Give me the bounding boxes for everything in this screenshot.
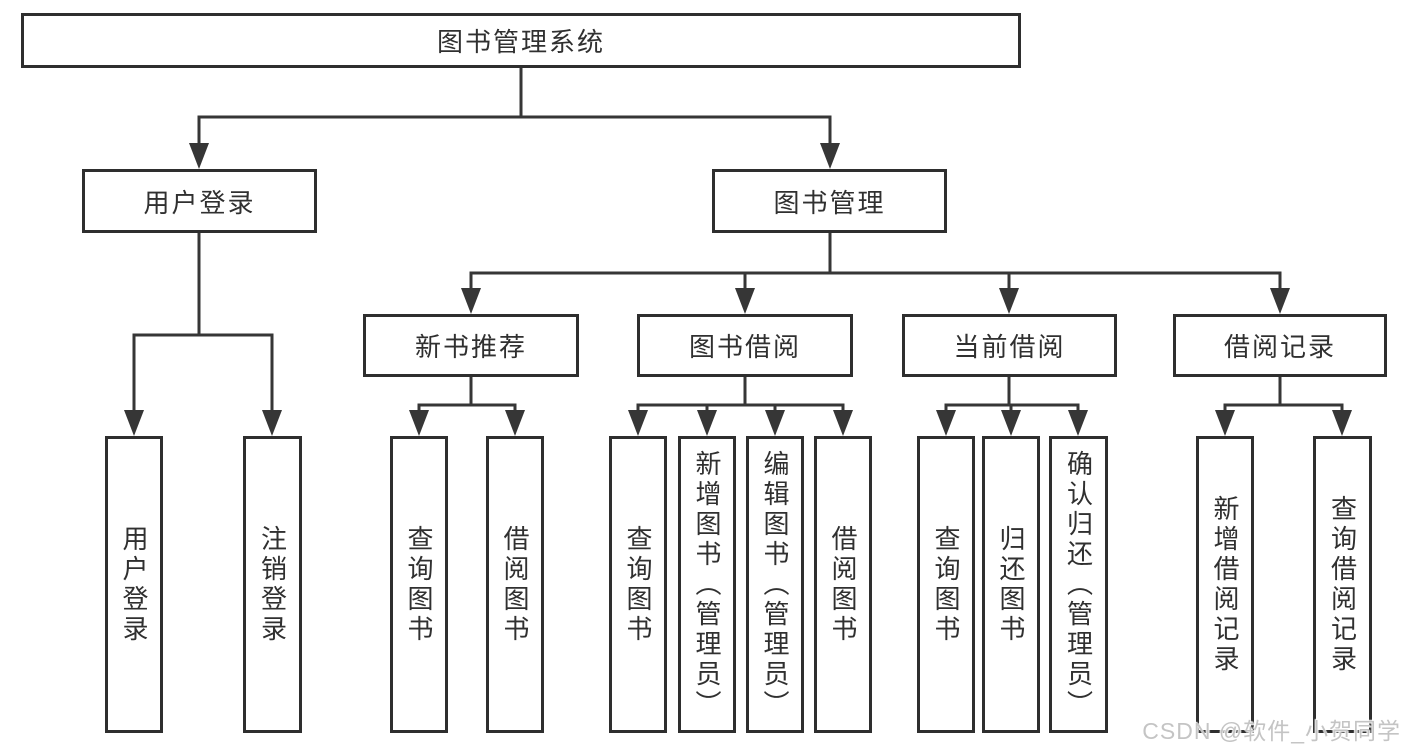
node-new-book-recommend: 新书推荐 — [363, 314, 579, 377]
leaf-current-return: 归还图书 — [982, 436, 1040, 733]
leaf-newbook-query-label: 查询图书 — [404, 524, 434, 645]
connector-borrow-records — [1215, 375, 1352, 436]
node-book-management: 图书管理 — [712, 169, 947, 233]
node-current-borrow-label: 当前借阅 — [953, 332, 1066, 362]
node-user-login-label: 用户登录 — [143, 187, 256, 218]
leaf-borrow-edit-admin-label: 编辑图书（管理员） — [760, 449, 790, 720]
node-new-book-recommend-label: 新书推荐 — [414, 332, 527, 362]
leaf-borrow-query-label: 查询图书 — [623, 524, 653, 645]
leaf-records-add-label: 新增借阅记录 — [1210, 494, 1240, 675]
leaf-borrow-add-admin: 新增图书（管理员） — [678, 436, 736, 733]
node-borrow-records: 借阅记录 — [1173, 314, 1387, 377]
connector-book-borrow — [628, 375, 853, 436]
csdn-watermark: CSDN @软件_小贺同学 — [1142, 718, 1401, 744]
connector-root — [189, 66, 840, 169]
leaf-newbook-borrow: 借阅图书 — [486, 436, 544, 733]
node-borrow-records-label: 借阅记录 — [1223, 332, 1336, 362]
connector-book-management — [461, 231, 1290, 314]
leaf-borrow-add-admin-label: 新增图书（管理员） — [692, 449, 722, 720]
connector-current-borrow — [936, 375, 1088, 436]
node-book-management-label: 图书管理 — [773, 187, 886, 218]
node-root-label: 图书管理系统 — [436, 27, 605, 57]
leaf-newbook-borrow-label: 借阅图书 — [500, 524, 530, 645]
leaf-records-query: 查询借阅记录 — [1313, 436, 1372, 733]
node-book-borrow: 图书借阅 — [637, 314, 853, 377]
leaf-current-confirm-admin-label: 确认归还（管理员） — [1063, 449, 1094, 720]
leaf-records-query-label: 查询借阅记录 — [1327, 494, 1358, 675]
leaf-user-login: 用户登录 — [105, 436, 163, 733]
leaf-records-add: 新增借阅记录 — [1196, 436, 1254, 733]
leaf-current-confirm-admin: 确认归还（管理员） — [1049, 436, 1108, 733]
leaf-current-query: 查询图书 — [917, 436, 975, 733]
node-book-borrow-label: 图书借阅 — [688, 332, 801, 362]
connector-user-login — [124, 231, 282, 436]
leaf-borrow-edit-admin: 编辑图书（管理员） — [746, 436, 804, 733]
connector-new-book — [409, 375, 525, 436]
leaf-current-return-label: 归还图书 — [996, 524, 1026, 645]
leaf-borrow-query: 查询图书 — [609, 436, 667, 733]
leaf-newbook-query: 查询图书 — [390, 436, 448, 733]
node-current-borrow: 当前借阅 — [902, 314, 1117, 377]
leaf-user-login-label: 用户登录 — [119, 524, 149, 645]
leaf-logout: 注销登录 — [243, 436, 302, 733]
leaf-borrow-borrow: 借阅图书 — [814, 436, 872, 733]
node-user-login: 用户登录 — [82, 169, 317, 233]
node-root: 图书管理系统 — [21, 13, 1021, 68]
leaf-logout-label: 注销登录 — [257, 524, 288, 645]
leaf-current-query-label: 查询图书 — [931, 524, 961, 645]
leaf-borrow-borrow-label: 借阅图书 — [828, 524, 858, 645]
